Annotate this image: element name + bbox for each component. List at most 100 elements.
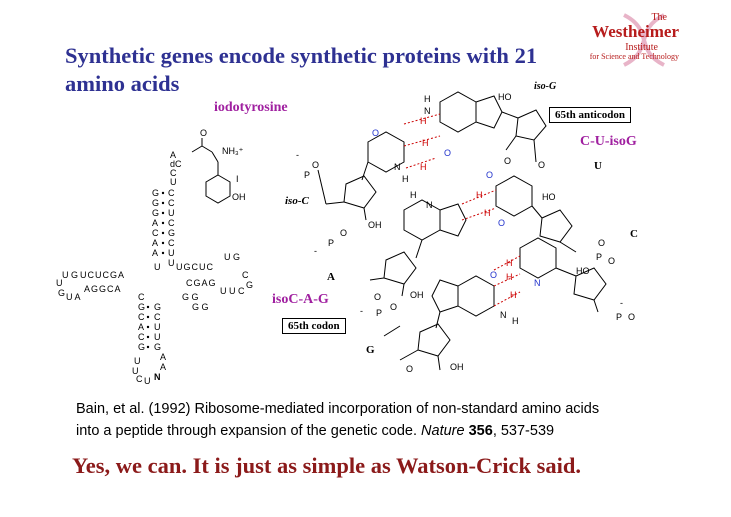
n-atom-label: N [394,162,401,172]
o-atom-label: O [486,170,493,180]
variable-loop: G G [182,292,199,302]
n-atom-label: N [424,106,431,116]
citation-line-2: into a peptide through expansion of the … [76,420,636,442]
nt: G [138,302,145,312]
westheimer-logo: The Westheimer Institute for Science and… [584,10,731,70]
o-atom-label: O [628,312,635,322]
variable-loop: G G [192,302,209,312]
iso-c-label: iso-C [285,195,309,207]
logo-institute: Institute [625,42,658,53]
nt: N [154,372,161,382]
minus-label: - [296,150,299,160]
t-loop: U U C [220,286,245,296]
citation-journal: Nature [421,423,465,439]
h-bond-h-label: H [510,290,517,300]
citation-volume: 356 [468,423,493,439]
h-atom-label: H [410,190,417,200]
codon-box: 65th codon [282,318,346,334]
tagline: Yes, we can. It is just as simple as Wat… [72,453,581,478]
nt: U [154,332,161,342]
p-atom-label: P [304,170,310,180]
logo-the: The [651,12,667,23]
o-atom-label: O [490,270,497,280]
o-atom-label: O [374,292,381,302]
h-bond-h-label: H [422,138,429,148]
iso-g-label: iso-G [534,81,557,92]
nt: A [160,362,166,372]
nt: U [154,322,161,332]
o-atom-label: O [372,128,379,138]
minus-label: - [620,298,623,308]
d-arm-top: UCUCGA [80,270,125,280]
acceptor-stem-3: C C U C G C U U U [154,188,175,272]
nt: A [170,150,176,160]
iodo-label: I [236,174,239,184]
logo-subtitle: for Science and Technology [589,52,679,61]
o-atom-label: O [444,148,451,158]
nt: U [134,356,141,366]
u-nucleotide-label: U [594,160,602,172]
a-nucleotide-label: A [327,271,335,283]
p-atom-label: P [376,308,382,318]
nt: G [152,188,159,198]
o-atom-label: O [406,364,413,374]
n-atom-label: N [500,310,507,320]
nt: U [170,177,177,187]
c-nucleotide-label: C [630,228,638,240]
helix-logo-icon [623,13,665,67]
o-atom-label: O [608,256,615,266]
h-atom-label: H [512,316,519,326]
d-arm-bottom: AGGCA [84,284,122,294]
base-pairing-structure: H N H O H O N H H HO O O O - P OH O H H … [296,91,635,374]
oh-label: OH [450,362,464,372]
p-atom-label: P [596,252,602,262]
nt: G [168,228,175,238]
atom-labels: H N H O H O N H H HO O O O - P OH O H H … [296,92,635,374]
nt: G [154,302,161,312]
h-bond-h-label: H [506,258,513,268]
nt: A [152,218,158,228]
nt: U [168,248,175,258]
codon-label: isoC-A-G [272,292,329,307]
nt: A [152,248,158,258]
nt: G [154,342,161,352]
o-atom-label: O [390,302,397,312]
nt: C [138,312,145,322]
nt: C [154,312,161,322]
nt: U [168,208,175,218]
o-atom-label: O [498,218,505,228]
nt: C [136,374,143,384]
carbonyl-o-label: O [200,128,207,138]
citation-text: into a peptide through expansion of the … [76,423,422,439]
h-bond-h-label: H [484,208,491,218]
h-bond-h-label: H [476,190,483,200]
hydrogen-bonds [403,113,521,307]
nt: G [138,342,145,352]
o-atom-label: O [538,160,545,170]
citation-line-1: Bain, et al. (1992) Ribosome-mediated in… [76,401,600,417]
nt: C [168,218,175,228]
nt: G [152,208,159,218]
anticodon-base-pairs [146,305,150,349]
n-atom-label: N [426,200,433,210]
nt: C [170,168,177,178]
title-line-1: Synthetic genes encode synthetic protein… [65,43,538,68]
anticodon-loop: U U C U N A A [132,352,166,386]
hydroxyl-label: OH [232,192,246,202]
anticodon-label: C-U-isoG [580,134,637,149]
nt: U [154,262,161,272]
d-loop: U G [62,270,78,280]
oh-label: OH [368,220,382,230]
n-atom-label: N [534,278,541,288]
iodotyrosine-label: iodotyrosine [214,100,288,115]
nt: U [144,376,151,386]
d-loop: U A [66,292,81,302]
acceptor-base-pairs [161,191,165,255]
nt: C [152,228,159,238]
citation-pages: , 537-539 [492,423,555,439]
trna-cloverleaf-diagram: O NH₃⁺ I OH A dC C U G G G A C A A C C U… [56,128,253,386]
slide-title: Synthetic genes encode synthetic protein… [65,42,585,98]
o-atom-label: O [312,160,319,170]
nt: dC [170,159,182,169]
